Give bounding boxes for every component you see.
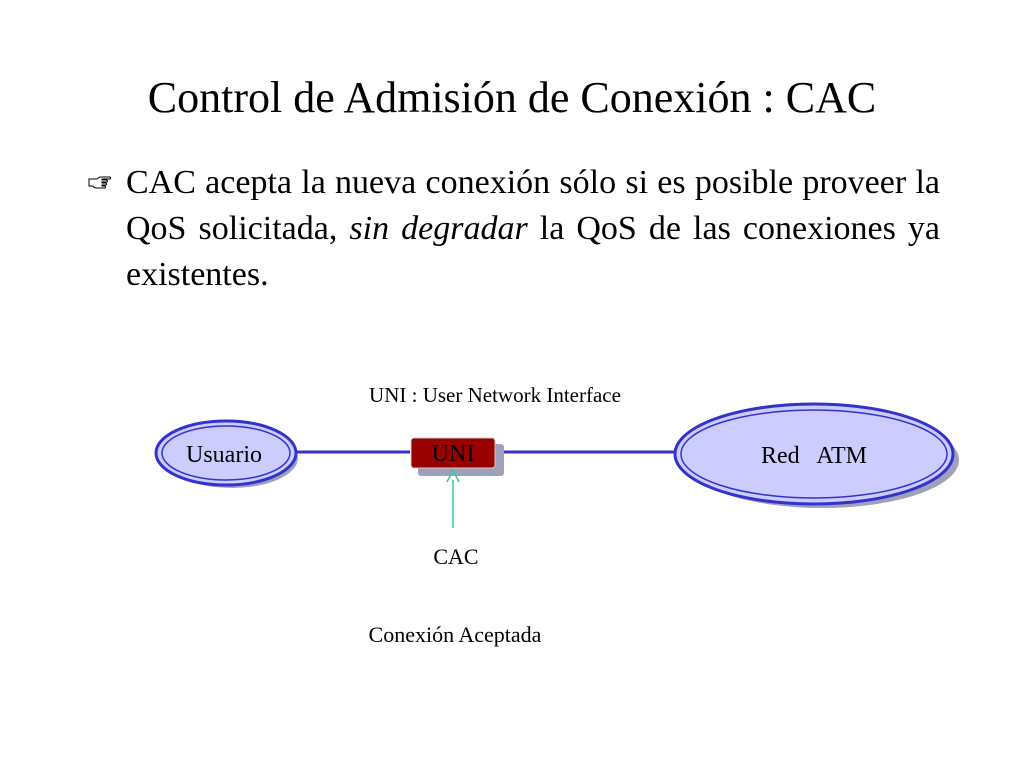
user-label: Usuario — [186, 442, 262, 468]
user-node: Usuario — [154, 419, 298, 488]
bullet-text-emphasis: sin degradar — [349, 210, 528, 247]
status-label: Conexión Aceptada — [369, 622, 542, 647]
bullet-item: CAC acepta la nueva conexión sólo si es … — [88, 160, 940, 298]
uni-caption: UNI : User Network Interface — [369, 383, 621, 407]
network-node: Red ATM — [673, 402, 959, 508]
uni-label: UNI — [432, 441, 475, 467]
bullet-text: CAC acepta la nueva conexión sólo si es … — [126, 160, 940, 298]
bullet-text-start: CAC acepta la nueva conexión sólo si es … — [126, 164, 940, 247]
uni-node: UNI — [410, 437, 504, 476]
cac-arrow — [446, 468, 460, 528]
cac-label: CAC — [433, 544, 478, 569]
network-label: Red ATM — [761, 443, 867, 469]
pointing-hand-icon — [88, 176, 111, 189]
slide-title: Control de Admisión de Conexión : CAC — [147, 73, 877, 122]
bullet-text-end: la QoS de las conexiones ya existentes. — [126, 210, 940, 293]
